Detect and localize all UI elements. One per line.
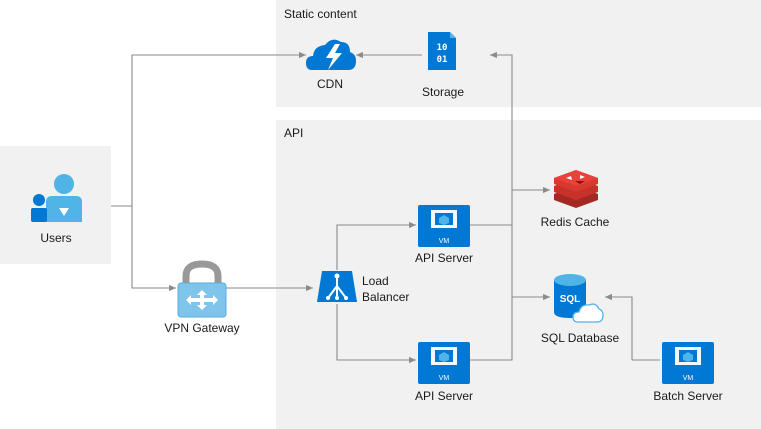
redis-icon	[554, 170, 598, 208]
storage-bits-line1: 10	[437, 43, 448, 53]
node-load-balancer[interactable]: Load Balancer	[317, 271, 409, 304]
edge-batch-sql	[605, 297, 660, 361]
edge-lb-api1	[336, 221, 416, 270]
vm-monitor-icon: VM	[418, 205, 470, 247]
sql-database-label: SQL Database	[541, 331, 620, 345]
sql-badge: SQL	[560, 294, 581, 305]
node-users[interactable]: Users	[0, 146, 111, 264]
load-balancer-icon	[317, 271, 357, 302]
node-cdn[interactable]: CDN	[306, 39, 356, 91]
edges	[111, 51, 660, 364]
user-group-icon	[31, 174, 82, 222]
storage-bits-line2: 01	[437, 55, 448, 65]
load-balancer-label-line1: Load	[362, 274, 389, 288]
api-server-1-label: API Server	[415, 251, 473, 265]
api-server-2-label: API Server	[415, 389, 473, 403]
node-sql-database[interactable]: SQL SQL Database	[541, 274, 620, 345]
edge-users-vpn	[131, 206, 176, 292]
redis-cache-label: Redis Cache	[541, 215, 610, 229]
vm-monitor-icon: VM	[662, 342, 714, 384]
node-redis-cache[interactable]: Redis Cache	[541, 170, 610, 229]
sql-database-icon: SQL	[554, 274, 604, 323]
edge-lb-api2	[336, 304, 416, 364]
edge-bus-storage	[490, 51, 513, 225]
group-api-label: API	[284, 126, 303, 140]
binary-file-icon: 10 01	[428, 32, 456, 70]
node-api-server-2[interactable]: VM API Server	[415, 342, 473, 403]
cdn-label: CDN	[317, 77, 343, 91]
batch-vm-badge: VM	[683, 375, 694, 382]
node-vpn-gateway[interactable]: VPN Gateway	[164, 260, 240, 335]
api2-vm-badge: VM	[439, 375, 450, 382]
group-static-label: Static content	[284, 7, 357, 21]
cloud-bolt-icon	[306, 39, 356, 70]
storage-label: Storage	[422, 85, 464, 99]
node-batch-server[interactable]: VM Batch Server	[653, 342, 723, 403]
load-balancer-label-line2: Balancer	[362, 290, 409, 304]
batch-server-label: Batch Server	[653, 389, 722, 403]
vpn-gateway-label: VPN Gateway	[164, 321, 239, 335]
node-storage[interactable]: 10 01 Storage	[422, 32, 464, 99]
users-label: Users	[40, 231, 71, 245]
node-api-server-1[interactable]: VM API Server	[415, 205, 473, 265]
edge-users-trunk	[111, 51, 306, 207]
edge-api-bus	[470, 224, 513, 361]
vm-monitor-icon: VM	[418, 342, 470, 384]
padlock-gateway-icon	[177, 260, 227, 318]
api1-vm-badge: VM	[439, 238, 450, 245]
